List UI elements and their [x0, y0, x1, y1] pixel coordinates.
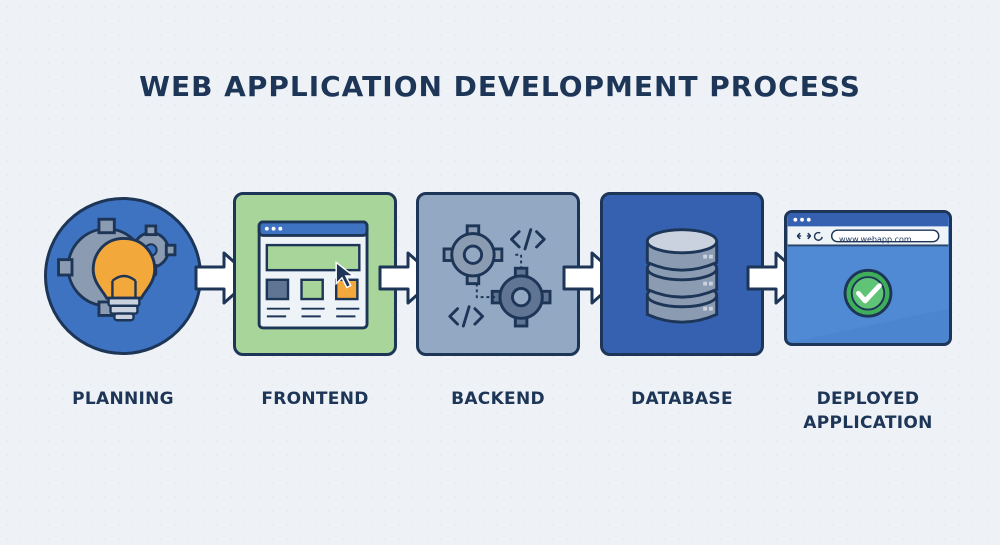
stage-label-planning: PLANNING [72, 389, 174, 409]
stage-frontend [233, 192, 397, 356]
gears-code-icon [442, 224, 552, 328]
stage-label-deployed: DEPLOYED APPLICATION [803, 389, 933, 433]
page-title: WEB APPLICATION DEVELOPMENT PROCESS [139, 70, 861, 103]
database-icon [645, 228, 719, 324]
stage-label-backend: BACKEND [451, 389, 545, 409]
browser-layout-icon [257, 220, 369, 330]
stage-database [600, 192, 764, 356]
stage-deployed: www.webapp.com [784, 210, 952, 346]
url-bar-text: www.webapp.com [839, 235, 912, 244]
stage-label-database: DATABASE [631, 389, 733, 409]
stage-planning [44, 197, 202, 355]
browser-checkmark-icon [787, 213, 949, 343]
lightbulb-gears-icon [57, 217, 177, 322]
stage-backend [416, 192, 580, 356]
stage-label-frontend: FRONTEND [261, 389, 369, 409]
